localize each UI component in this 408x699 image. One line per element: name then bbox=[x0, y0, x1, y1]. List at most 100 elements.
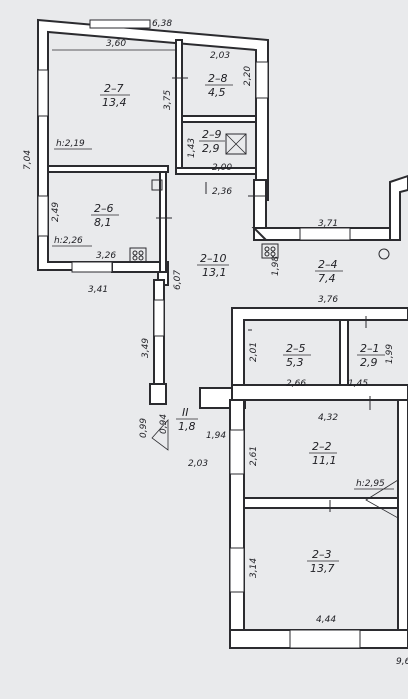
corridor-right-wall bbox=[253, 179, 267, 241]
window-left-26 bbox=[37, 195, 49, 237]
room-area: 11,1 bbox=[312, 454, 337, 467]
partition-27-28 bbox=[175, 39, 183, 173]
dimension-label: 3,76 bbox=[318, 295, 338, 305]
dimension-label: 1,98 bbox=[271, 256, 281, 276]
divider-28-29 bbox=[181, 115, 257, 123]
window-kitchen-bottom bbox=[71, 261, 113, 273]
room-area: 1,8 bbox=[178, 420, 196, 433]
bath-fixture-icon bbox=[225, 133, 247, 155]
dimension-label: 6,38 bbox=[152, 19, 172, 29]
boiler-icon bbox=[378, 248, 390, 260]
bath-fixture-cross bbox=[225, 133, 247, 155]
room-code: 2–6 bbox=[94, 202, 114, 215]
dimension-label: 0,94 bbox=[159, 414, 169, 434]
dimension-label: 3,41 bbox=[88, 285, 108, 295]
stove-burner bbox=[132, 250, 138, 256]
walls bbox=[37, 18, 408, 649]
stove-icon bbox=[261, 243, 279, 259]
window-right-28 bbox=[255, 61, 269, 99]
height-label: h:2,26 bbox=[54, 236, 83, 246]
room-area: 4,5 bbox=[208, 86, 226, 99]
room-area: 13,7 bbox=[310, 562, 335, 575]
divider-29-bottom bbox=[175, 167, 257, 175]
dimension-label: 3,14 bbox=[249, 558, 259, 578]
room-area: 13,4 bbox=[102, 96, 127, 109]
room-area: 2,9 bbox=[360, 356, 378, 369]
entrance-wall bbox=[149, 383, 167, 405]
stove-icon bbox=[129, 247, 147, 263]
room-area: 5,3 bbox=[286, 356, 304, 369]
stove-burner bbox=[138, 250, 144, 256]
partition-21 bbox=[339, 319, 349, 386]
room-code: 2–5 bbox=[286, 342, 306, 355]
dimension-label: 3,71 bbox=[318, 219, 338, 229]
room-area: 8,1 bbox=[94, 216, 112, 229]
dimension-label: 3,26 bbox=[96, 251, 116, 261]
dimension-label: 2,03 bbox=[210, 51, 230, 61]
dimension-label: 3,60 bbox=[106, 39, 126, 49]
window-23-bottom bbox=[289, 629, 361, 649]
ceiling-heights: h:2,19 h:2,26 h:2,95 bbox=[52, 139, 394, 490]
room-code: 2–7 bbox=[104, 82, 124, 95]
window-top bbox=[89, 19, 151, 29]
stove-burner bbox=[138, 255, 144, 261]
dimension-label: 2,01 bbox=[249, 342, 259, 362]
dimension-label: 9,6 bbox=[396, 657, 408, 667]
dimension-label: 6,07 bbox=[173, 270, 183, 290]
height-label: h:2,95 bbox=[356, 479, 385, 489]
room-area: 13,1 bbox=[202, 266, 227, 279]
dimension-label: 7,04 bbox=[23, 150, 33, 170]
wall-25-22 bbox=[231, 384, 408, 409]
room-area: 7,4 bbox=[318, 272, 336, 285]
room-area: 2,9 bbox=[202, 142, 220, 155]
dimension-label: 2,36 bbox=[212, 187, 232, 197]
dimension-label: 1,99 bbox=[385, 344, 395, 364]
chimney-icon bbox=[151, 179, 163, 191]
dimension-label: 0,99 bbox=[139, 418, 149, 438]
room-code: 2–2 bbox=[312, 440, 332, 453]
window-corridor bbox=[153, 299, 165, 337]
room-code: 2–3 bbox=[312, 548, 332, 561]
height-label: h:2,19 bbox=[56, 139, 85, 149]
dimension-label: 1,45 bbox=[348, 379, 368, 389]
room-code: 2–10 bbox=[200, 252, 227, 265]
dimension-label: 4,32 bbox=[318, 413, 338, 423]
dimension-label: 4,44 bbox=[316, 615, 336, 625]
room-code: 2–8 bbox=[208, 72, 228, 85]
entrance-triangle-icon bbox=[151, 418, 169, 451]
room-labels: 2–7 13,4 2–8 4,5 2–9 2,9 2–6 8,1 2–10 13… bbox=[91, 72, 385, 575]
door-markers bbox=[156, 77, 371, 512]
dimension-label: 3,49 bbox=[141, 338, 151, 358]
dimension-label: 2,66 bbox=[286, 379, 306, 389]
right-edge-strip bbox=[397, 399, 408, 631]
fixtures bbox=[129, 133, 399, 519]
dimension-label: 3,75 bbox=[163, 90, 173, 110]
partition-26-210 bbox=[159, 171, 167, 273]
window-23-left bbox=[229, 547, 245, 593]
window-24-top bbox=[299, 227, 351, 241]
dimension-label: 1,43 bbox=[187, 138, 197, 158]
dimension-label: 2,03 bbox=[188, 459, 208, 469]
room-code: II bbox=[182, 406, 189, 419]
stove-burner bbox=[264, 246, 270, 252]
dimension-label: 1,94 bbox=[206, 431, 226, 441]
divider-22-23 bbox=[243, 497, 408, 509]
dimension-label: 2,49 bbox=[51, 202, 61, 222]
window-top-left bbox=[37, 69, 49, 117]
dimension-label: 2,00 bbox=[212, 163, 232, 173]
right-block-wall bbox=[389, 174, 408, 241]
stove-burner bbox=[270, 251, 276, 257]
stove-burner bbox=[264, 251, 270, 257]
room-code: 2–1 bbox=[360, 342, 380, 355]
stove-burner bbox=[132, 255, 138, 261]
stair-triangle-icon bbox=[365, 479, 399, 519]
dimension-label: 2,61 bbox=[249, 446, 259, 466]
window-22-left bbox=[229, 429, 245, 475]
divider-27-26 bbox=[47, 165, 169, 173]
room-code: 2–9 bbox=[202, 128, 222, 141]
windows bbox=[37, 19, 361, 649]
stove-burner bbox=[270, 246, 276, 252]
dimensions: 6,38 3,60 2,03 2,20 3,75 1,43 2,00 2,36 … bbox=[23, 19, 408, 667]
dimension-label: 2,20 bbox=[243, 66, 253, 86]
